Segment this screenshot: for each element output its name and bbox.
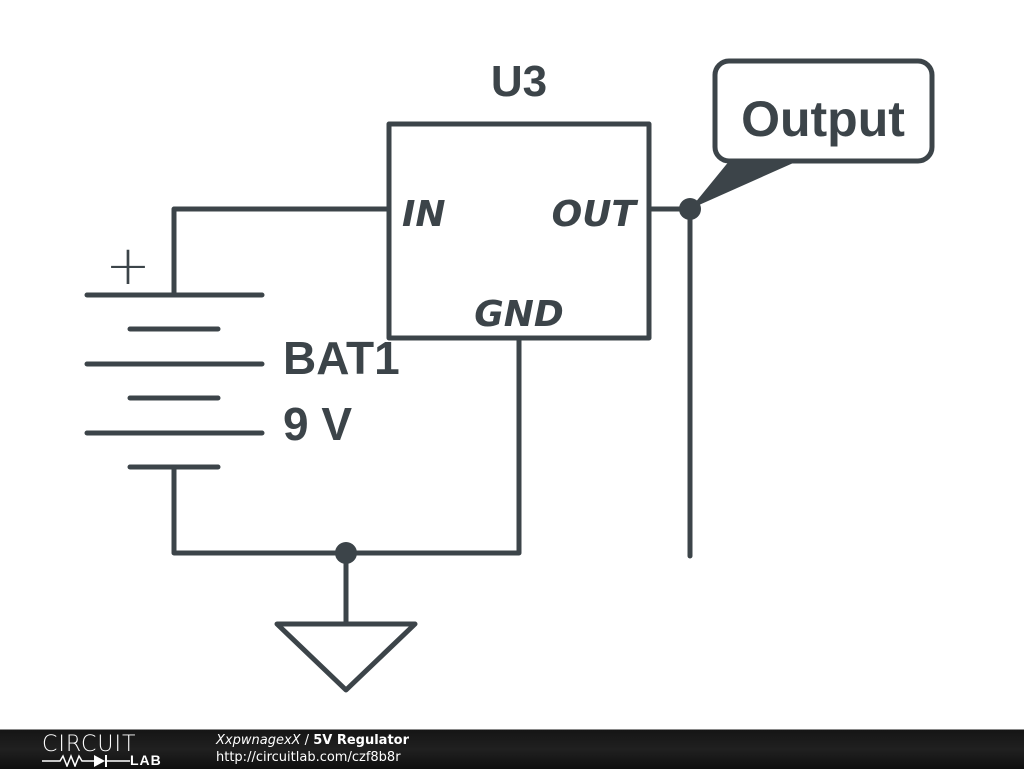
schematic-canvas: U3 IN OUT GND + BAT1 9 V Output	[84, 57, 935, 693]
junction-dot-ground	[335, 542, 357, 564]
battery-designator: BAT1	[283, 332, 400, 384]
logo-text-circuit: CIRCUIT	[42, 732, 137, 757]
net-label-pointer	[690, 160, 800, 209]
net-label-box[interactable]	[712, 58, 935, 164]
regulator-designator: U3	[491, 57, 547, 106]
circuitlab-logo[interactable]: CIRCUIT LAB	[42, 732, 177, 768]
battery-symbol[interactable]	[84, 292, 265, 470]
circuit-title[interactable]: 5V Regulator	[313, 733, 410, 748]
ground-symbol-icon[interactable]	[274, 621, 418, 693]
circuit-credits: XxpwnagexX / 5V Regulator http://circuit…	[216, 732, 409, 766]
resistor-diode-icon	[42, 753, 130, 767]
junction-dot-output	[679, 198, 701, 220]
footer-bar: CIRCUIT LAB XxpwnagexX / 5V Regulator ht…	[0, 729, 1024, 769]
net-label-text: Output	[741, 91, 905, 147]
wire-input[interactable]	[171, 206, 392, 298]
battery-value: 9 V	[283, 398, 352, 450]
pin-label-out: OUT	[552, 194, 639, 235]
pin-label-gnd: GND	[474, 294, 564, 335]
credits-line-title: XxpwnagexX / 5V Regulator	[216, 732, 409, 749]
credits-separator: /	[300, 733, 314, 748]
author-name[interactable]: XxpwnagexX	[216, 733, 301, 748]
battery-plus-icon: +	[105, 234, 150, 297]
circuit-url[interactable]: http://circuitlab.com/czf8b8r	[216, 750, 401, 765]
logo-text-lab: LAB	[130, 752, 162, 768]
pin-label-in: IN	[402, 194, 446, 235]
